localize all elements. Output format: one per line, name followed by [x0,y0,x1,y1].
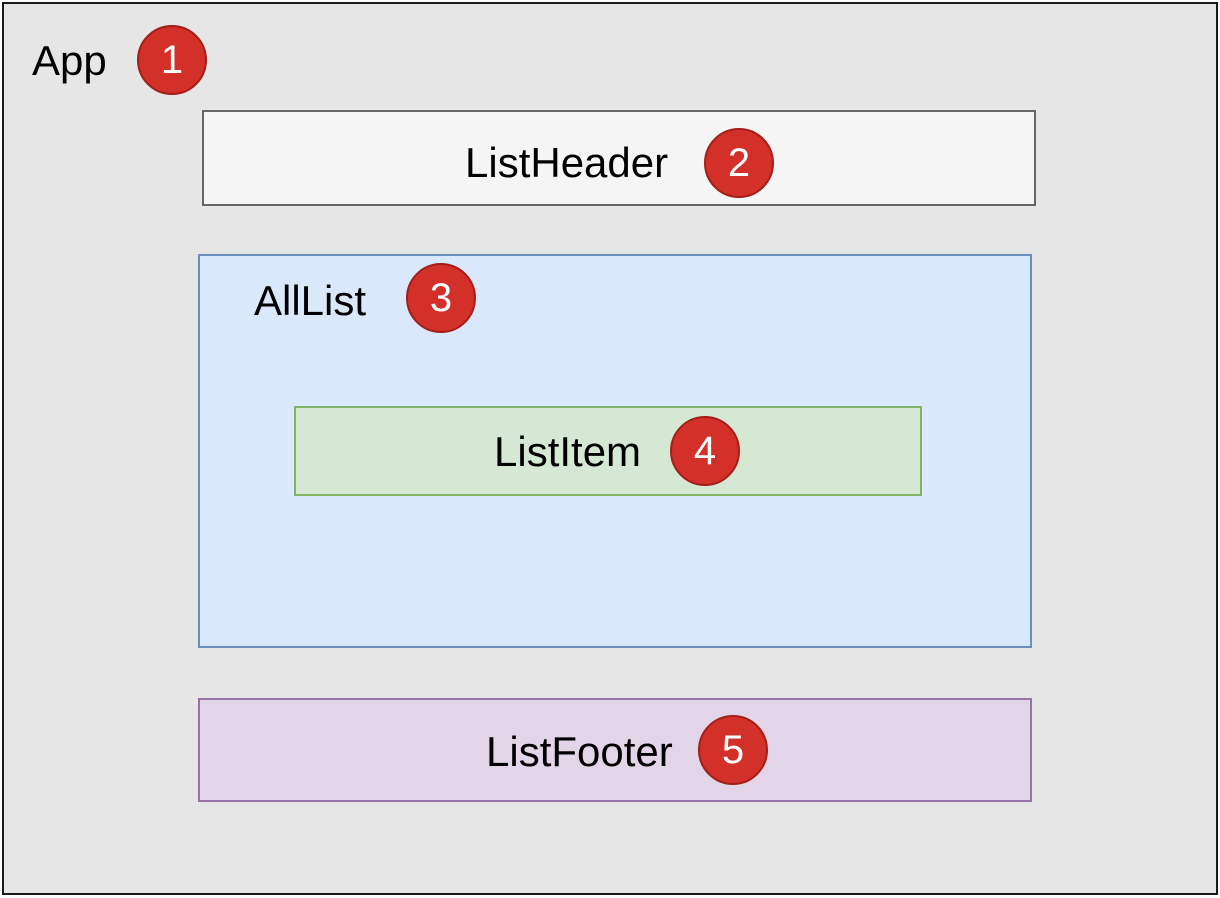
list-header-box [202,110,1036,206]
list-footer-box [198,698,1032,802]
all-list-number-badge: 3 [406,263,476,333]
all-list-label: AllList [254,277,367,324]
list-footer-number-badge: 5 [698,715,768,785]
app-label: App [32,37,107,84]
list-header-label: ListHeader [465,139,669,186]
list-header-number-badge: 2 [704,128,774,198]
list-footer-label: ListFooter [486,728,673,775]
list-item-number-badge: 4 [670,416,740,486]
list-item-box [294,406,922,496]
app-number-badge: 1 [137,25,207,95]
list-item-label: ListItem [494,428,642,475]
